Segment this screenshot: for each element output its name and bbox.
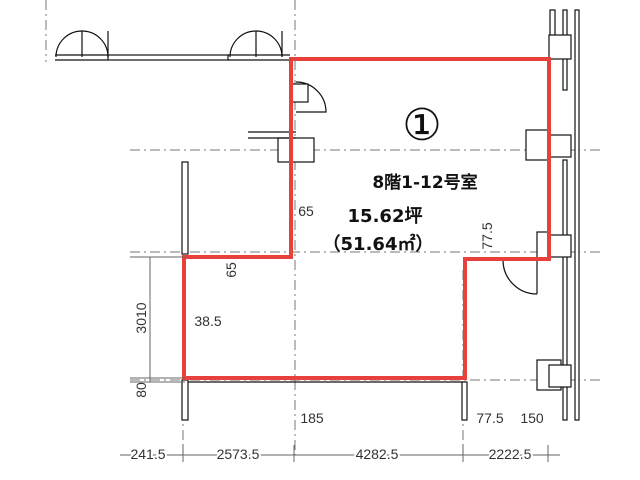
dimension-lines [120,256,560,462]
center-lines [45,0,600,455]
dim-vertical-80: 80 [133,382,149,398]
dim-inner-65-a: 65 [298,203,314,219]
dim-inner-77-5-b: 77.5 [476,410,503,426]
dim-vertical-3010: 3010 [133,302,149,333]
dim-bottom-4: 2222.5 [489,446,532,462]
notch-door [502,259,538,295]
room-outline [182,57,551,380]
dim-inner-65-b: 65 [223,262,239,278]
top-wall [55,30,290,61]
room-name: 8階1-12号室 [372,172,477,193]
right-wall [525,9,580,421]
dim-bottom-2: 2573.5 [217,446,260,462]
room-area-sqm: （51.64㎡） [323,233,434,255]
dim-inner-150: 150 [520,410,544,426]
bottom-wall [188,376,468,421]
entry-door [248,81,327,163]
dim-bottom-3: 4282.5 [356,446,399,462]
dim-bottom-1: 241.5 [130,446,165,462]
dim-inner-77-5-a: 77.5 [479,222,495,249]
room-area-tsubo: 15.62坪 [348,206,423,227]
dim-inner-185: 185 [300,410,324,426]
room-number: ① [402,100,441,151]
dim-inner-38-5: 38.5 [194,313,221,329]
